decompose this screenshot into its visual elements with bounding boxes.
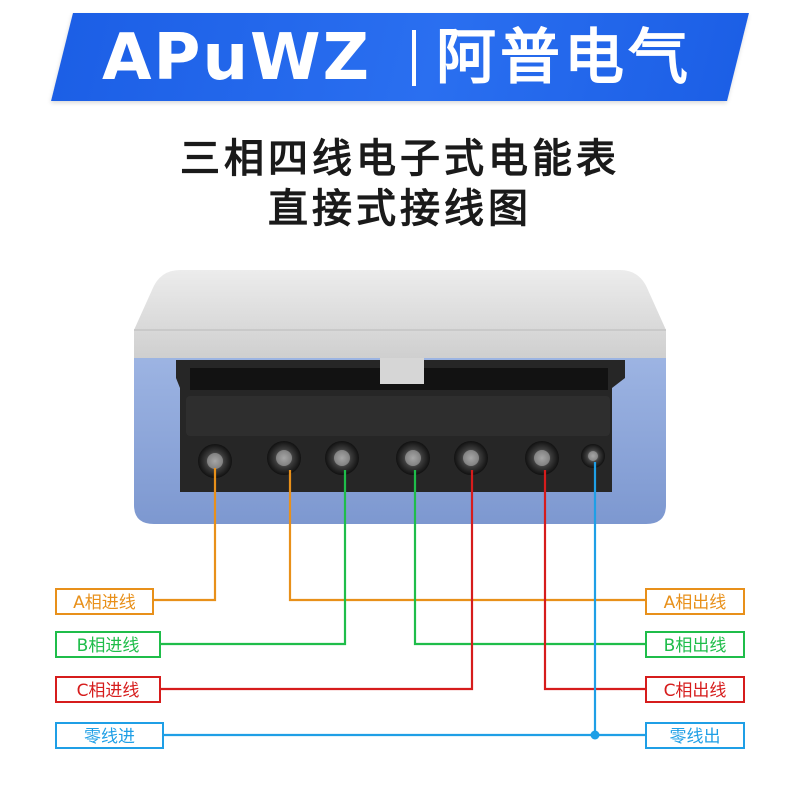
terminal-screw-icon xyxy=(325,441,359,475)
energy-meter xyxy=(134,270,666,524)
brand-name-en: APuWZ xyxy=(102,21,371,95)
terminal-ridge xyxy=(186,396,610,436)
label-phase-a-in: A相进线 xyxy=(55,588,154,615)
terminal-screw-icon xyxy=(525,441,559,475)
diagram-title: 三相四线电子式电能表 xyxy=(180,136,620,182)
label-neutral-out: 零线出 xyxy=(645,722,745,749)
diagram-subtitle: 直接式接线图 xyxy=(268,186,532,232)
label-phase-c-in: C相进线 xyxy=(55,676,161,703)
cover-clip xyxy=(380,358,424,384)
terminal-screw-icon xyxy=(454,441,488,475)
label-phase-a-out: A相出线 xyxy=(645,588,745,615)
meter-cover xyxy=(134,270,666,358)
label-neutral-in: 零线进 xyxy=(55,722,164,749)
terminal-screw-icon xyxy=(581,444,605,468)
brand-name-cn: 阿普电气 xyxy=(436,23,692,93)
terminal-screws xyxy=(198,441,605,478)
label-phase-c-out: C相出线 xyxy=(645,676,745,703)
wire-phase-a-out xyxy=(288,470,645,602)
terminal-screw-icon xyxy=(198,444,232,478)
junction-dot-icon xyxy=(590,730,600,740)
wire-phase-b-in xyxy=(161,470,347,646)
terminal-screw-icon xyxy=(267,441,301,475)
brand-divider xyxy=(412,30,416,86)
terminal-screw-icon xyxy=(396,441,430,475)
wire-phase-b-out xyxy=(413,470,645,646)
label-phase-b-out: B相出线 xyxy=(645,631,745,658)
label-phase-b-in: B相进线 xyxy=(55,631,161,658)
wire-phase-c-out xyxy=(543,470,645,691)
wire-phase-a-in xyxy=(154,468,217,602)
wire-phase-c-in xyxy=(161,470,474,691)
